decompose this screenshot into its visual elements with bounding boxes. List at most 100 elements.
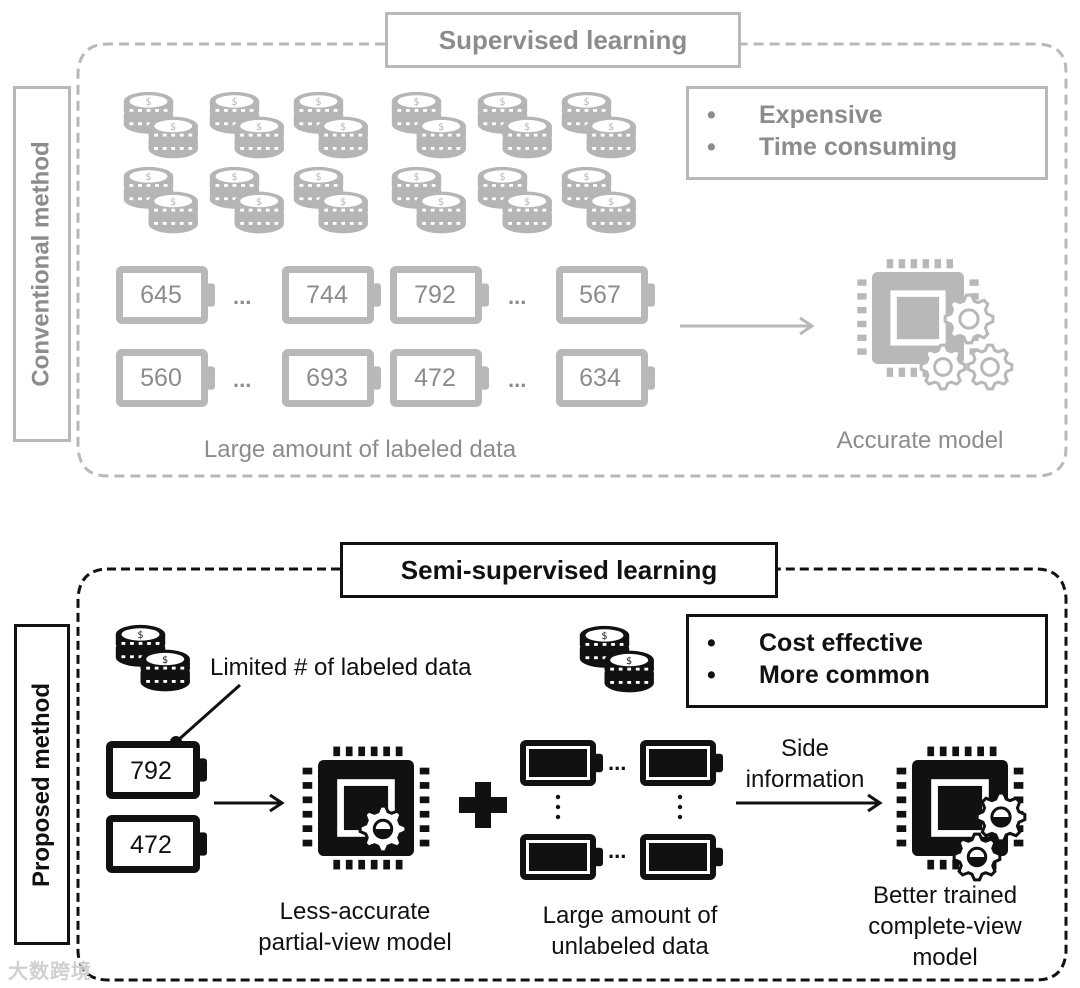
conventional-method-label: Conventional method: [13, 86, 71, 442]
coin-stack-icon: $$: [293, 166, 368, 234]
gear-icon: [975, 791, 1027, 843]
callout-leader: [170, 683, 241, 748]
ellipsis-dot: [555, 794, 561, 800]
svg-text:$: $: [137, 630, 143, 641]
coin-stack-icon: $$: [391, 91, 466, 159]
battery-icon: [640, 740, 723, 786]
coin-stack-icon: $$: [561, 91, 636, 159]
gear-icon: [966, 343, 1014, 391]
semi-supervised-section-frame: [76, 567, 1068, 982]
svg-text:$: $: [231, 172, 237, 183]
labeled-data-value: 744: [306, 281, 348, 309]
semi-supervised-learning-title-text: Semi-supervised learning: [400, 554, 718, 585]
bullet-item: •Cost effective: [707, 629, 923, 657]
ellipsis-dot: [677, 804, 683, 810]
partial-view-model-caption: Less-accurate partial-view model: [258, 898, 452, 956]
svg-text:$: $: [626, 656, 632, 667]
watermark: 大数跨境: [8, 961, 92, 983]
svg-text:$: $: [583, 172, 589, 183]
svg-text:$: $: [413, 172, 419, 183]
svg-text:$: $: [256, 122, 262, 133]
battery-icon: [282, 349, 381, 407]
plus-icon: [459, 782, 507, 828]
svg-text:$: $: [170, 197, 176, 208]
coin-stack-icon: $$: [123, 91, 198, 159]
coin-stack-icon: $$: [209, 166, 284, 234]
coin-stack-icon: $$: [561, 166, 636, 234]
ellipsis: ...: [608, 750, 627, 775]
svg-text:$: $: [145, 172, 151, 183]
svg-text:$: $: [231, 97, 237, 108]
chip-icon: [302, 746, 430, 870]
ellipsis-dot: [555, 814, 561, 820]
svg-text:$: $: [438, 197, 444, 208]
battery-icon: [116, 266, 215, 324]
gear-icon: [943, 293, 995, 345]
svg-text:$: $: [340, 197, 346, 208]
coin-stack-icon: $$: [579, 625, 654, 693]
svg-text:$: $: [315, 97, 321, 108]
ellipsis-dot: [677, 814, 683, 820]
ellipsis-dot: [555, 804, 561, 810]
side-information-label: Side information: [745, 735, 865, 793]
svg-text:$: $: [608, 197, 614, 208]
svg-text:$: $: [256, 197, 262, 208]
battery-icon: [390, 266, 489, 324]
coin-stack-icon: $$: [209, 91, 284, 159]
battery-icon: [282, 266, 381, 324]
supervised-section-frame: [76, 42, 1068, 478]
proposed-method-label: Proposed method: [14, 624, 70, 945]
bullet-item: •Time consuming: [707, 133, 958, 161]
semi-supervised-learning-title: Semi-supervised learning: [340, 542, 778, 598]
battery-icon: [520, 740, 603, 786]
coin-stack-icon: $$: [391, 166, 466, 234]
battery-icon: [556, 349, 655, 407]
battery-icon: [106, 741, 207, 799]
labeled-data-value: 792: [130, 757, 172, 785]
battery-icon: [116, 349, 215, 407]
svg-text:$: $: [162, 655, 168, 666]
battery-icon: [520, 834, 603, 880]
ellipsis: ...: [508, 284, 527, 309]
ellipsis: ...: [233, 284, 252, 309]
bullet-item: •Expensive: [707, 101, 883, 129]
svg-text:$: $: [145, 97, 151, 108]
svg-text:$: $: [601, 631, 607, 642]
svg-text:$: $: [438, 122, 444, 133]
battery-icon: [640, 834, 723, 880]
svg-text:$: $: [340, 122, 346, 133]
chip-icon: [857, 259, 1014, 391]
svg-text:$: $: [583, 97, 589, 108]
ellipsis: ...: [508, 367, 527, 392]
complete-view-model-caption: Better trained complete-view model: [868, 882, 1022, 971]
labeled-data-value: 560: [140, 364, 182, 392]
coin-stack-icon: $$: [477, 166, 552, 234]
coin-stack-icon: $$: [477, 91, 552, 159]
arrow-right-icon: [214, 793, 285, 813]
battery-icon: [390, 349, 489, 407]
coin-stack-icon: $$: [293, 91, 368, 159]
svg-text:$: $: [315, 172, 321, 183]
svg-text:$: $: [524, 197, 530, 208]
labeled-data-value: 645: [140, 281, 182, 309]
svg-text:$: $: [499, 172, 505, 183]
battery-icon: [106, 815, 207, 873]
limited-labeled-data-callout: Limited # of labeled data: [210, 654, 472, 681]
svg-text:$: $: [524, 122, 530, 133]
arrow-right-icon: [680, 316, 815, 336]
svg-text:$: $: [170, 122, 176, 133]
svg-text:$: $: [608, 122, 614, 133]
coin-stack-icon: $$: [123, 166, 198, 234]
labeled-data-value: 792: [414, 281, 456, 309]
gear-icon: [952, 832, 1002, 882]
labeled-data-value: 634: [579, 364, 621, 392]
supervised-learning-title: Supervised learning: [385, 12, 741, 68]
labeled-data-value: 472: [414, 364, 456, 392]
ellipsis-dot: [677, 794, 683, 800]
labeled-data-value: 693: [306, 364, 348, 392]
coin-stack-icon: $$: [115, 624, 190, 692]
proposed-benefits-box: •Cost effective •More common: [686, 614, 1048, 708]
gear-icon: [919, 343, 967, 391]
ellipsis: ...: [233, 367, 252, 392]
